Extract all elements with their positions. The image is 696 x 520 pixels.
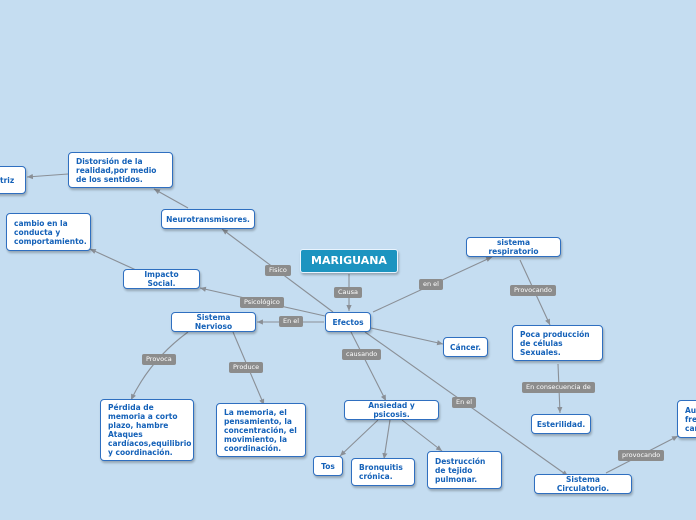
esterilidad-node[interactable]: Esterilidad.: [531, 414, 591, 434]
destruccion-node[interactable]: Destrucción de tejido pulmonar.: [427, 451, 502, 489]
label-provocando-respiratorio: Provocando: [510, 285, 556, 296]
connector-ansiedad-destruccion: [401, 419, 443, 452]
neurotransmisores-node[interactable]: Neurotransmisores.: [161, 209, 255, 229]
efectos-node[interactable]: Efectos: [325, 312, 371, 332]
label-en-consecuencia: En consecuencia de: [522, 382, 595, 393]
label-en-el-respiratorio: en el: [419, 279, 443, 290]
ansiedad-node[interactable]: Ansiedad y psicosis.: [344, 400, 439, 420]
label-en-el-nervioso: En el: [279, 316, 304, 327]
connector-efectos-ansiedad: [350, 331, 387, 402]
root-topic-node[interactable]: MARIGUANA: [300, 249, 398, 273]
label-fisico: Fisico: [265, 265, 291, 276]
connector-ansiedad-tos: [339, 419, 379, 457]
label-en-el-circulatorio: En el: [452, 397, 477, 408]
poca-produccion-node[interactable]: Poca producción de células Sexuales.: [512, 325, 603, 361]
sistema-nervioso-node[interactable]: Sistema Nervioso: [171, 312, 256, 332]
sistema-circulatorio-node[interactable]: Sistema Circulatorio.: [534, 474, 632, 494]
connector-nervioso-perdida: [130, 331, 189, 401]
label-provoca: Provoca: [142, 354, 176, 365]
label-causando: causando: [342, 349, 382, 360]
connector-ansiedad-bronquitis: [382, 419, 391, 460]
label-psicologico: Psicológico: [240, 297, 284, 308]
cancer-node[interactable]: Cáncer.: [443, 337, 488, 357]
connector-distorsion-left: [26, 173, 69, 180]
sistema-respiratorio-node[interactable]: sistema respiratorio: [466, 237, 561, 257]
label-provocando-circulatorio: provocando: [618, 450, 665, 461]
label-produce: Produce: [229, 362, 264, 373]
edge-left-node[interactable]: triz: [0, 166, 26, 194]
perdida-memoria-node[interactable]: Pérdida de memoria a corto plazo, hambre…: [100, 399, 194, 461]
tos-node[interactable]: Tos: [313, 456, 343, 476]
edge-right-node[interactable]: Au fre car: [677, 400, 696, 438]
connector-efectos-cancer: [370, 327, 444, 346]
impacto-social-node[interactable]: Impacto Social.: [123, 269, 200, 289]
distorsion-node[interactable]: Distorsión de la realidad,por medio de l…: [68, 152, 173, 188]
memoria-node[interactable]: La memoria, el pensamiento, la concentra…: [216, 403, 306, 457]
bronquitis-node[interactable]: Bronquitis crónica.: [351, 458, 415, 486]
connector-neuro-distorsion: [153, 188, 189, 209]
cambio-node[interactable]: cambio en la conducta y comportamiento.: [6, 213, 91, 251]
label-causa: Causa: [334, 287, 363, 298]
connector-impacto-cambio: [89, 248, 137, 271]
